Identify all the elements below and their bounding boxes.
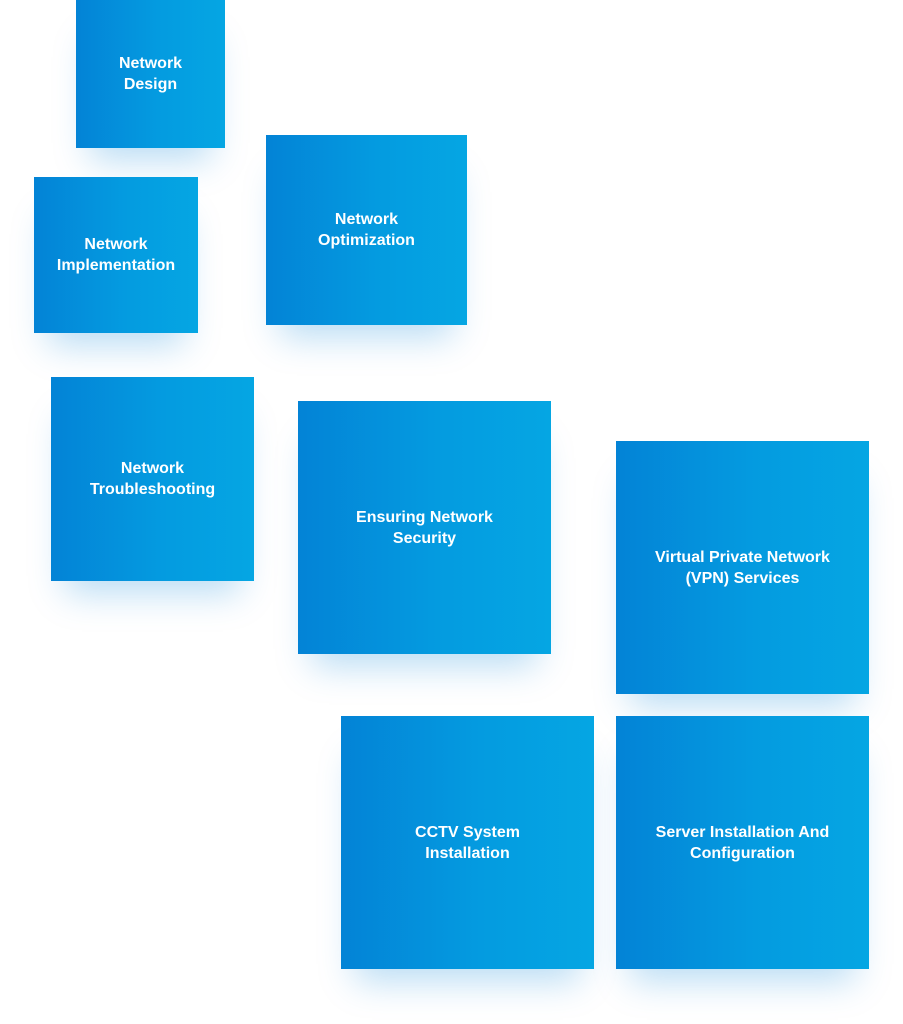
service-tile-network-security[interactable]: Ensuring Network Security — [298, 401, 551, 654]
service-tile-label: Ensuring Network Security — [356, 508, 493, 547]
service-tile-label: Network Optimization — [318, 211, 415, 249]
service-tile-label: Virtual Private Network (VPN) Services — [655, 548, 830, 587]
service-tile-network-implementation[interactable]: Network Implementation — [34, 177, 198, 333]
service-tile-vpn-services[interactable]: Virtual Private Network (VPN) Services — [616, 441, 869, 694]
service-tile-network-design[interactable]: Network Design — [76, 0, 225, 148]
service-tile-label: Network Troubleshooting — [89, 460, 216, 498]
service-tile-label: Network Design — [118, 55, 183, 93]
service-tile-label: CCTV System Installation — [415, 823, 520, 862]
service-tile-server-installation[interactable]: Server Installation And Configuration — [616, 716, 869, 969]
service-tile-label: Server Installation And Configuration — [655, 823, 830, 862]
service-tile-cctv-installation[interactable]: CCTV System Installation — [341, 716, 594, 969]
service-tile-label: Network Implementation — [56, 236, 176, 274]
service-tile-network-troubleshooting[interactable]: Network Troubleshooting — [51, 377, 254, 581]
service-tile-network-optimization[interactable]: Network Optimization — [266, 135, 467, 325]
